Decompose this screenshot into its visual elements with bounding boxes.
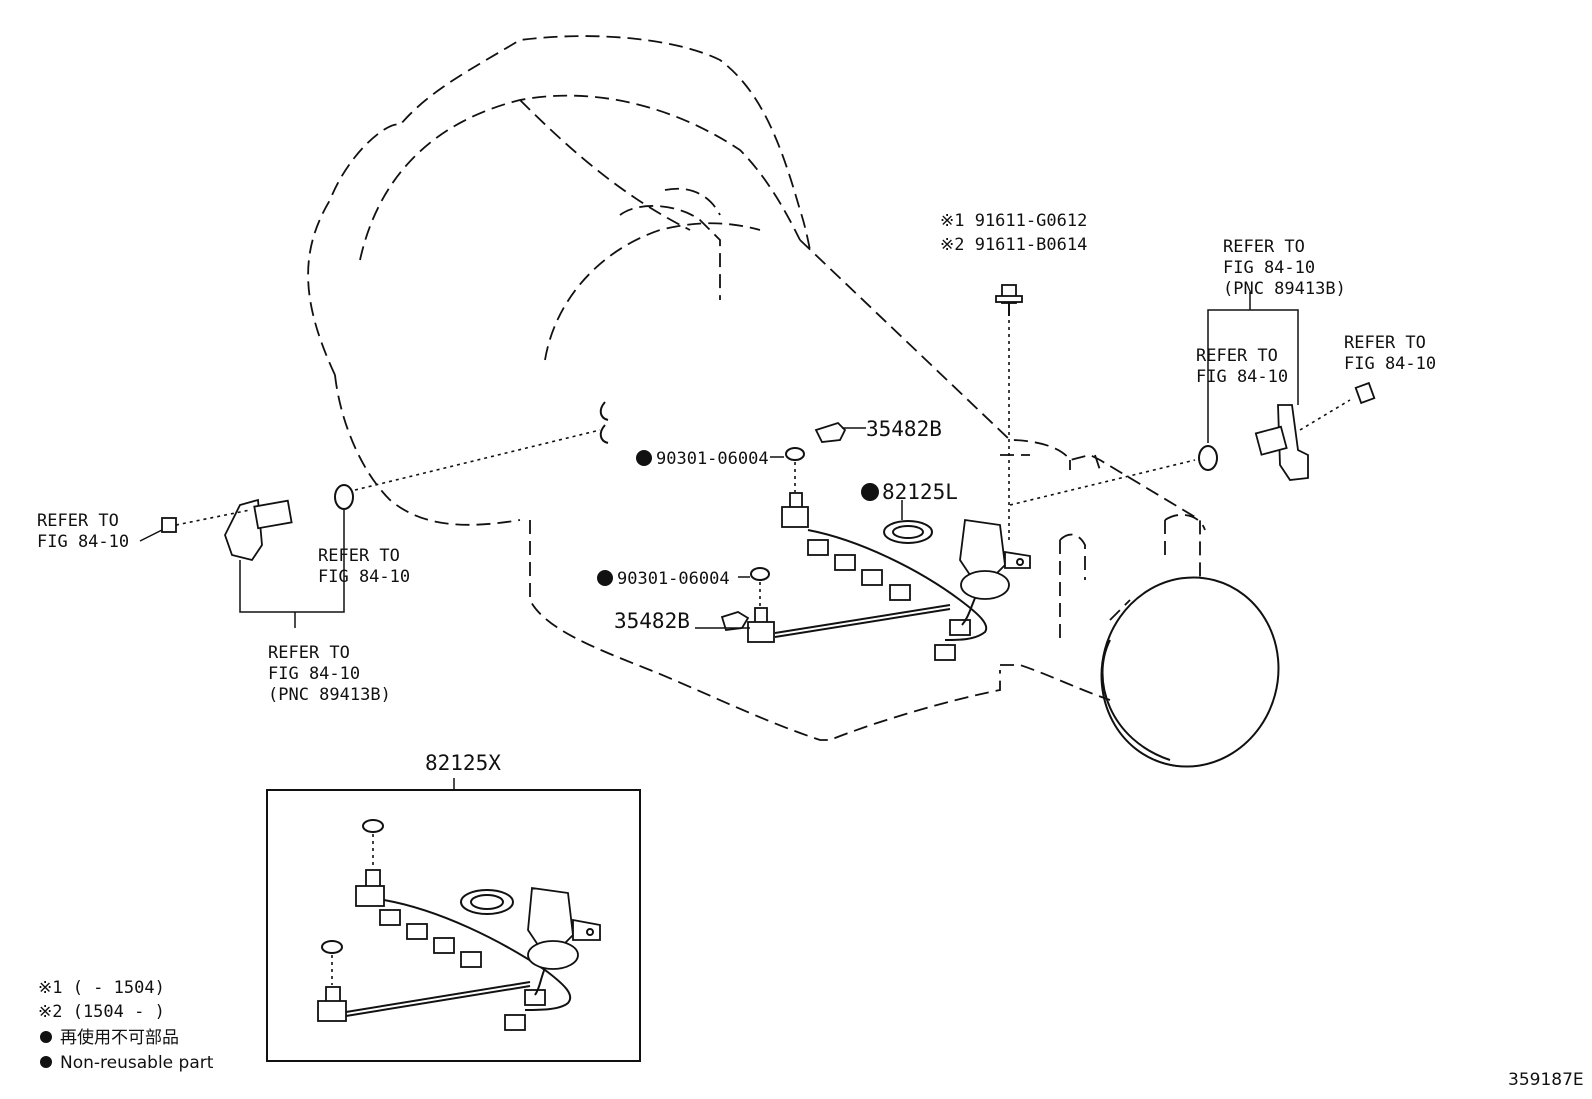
ref-right-group-line3: (PNC 89413B) [1223, 279, 1346, 299]
ref-left-group-line3: (PNC 89413B) [268, 685, 391, 705]
clamp-callout-top: 35482B [866, 417, 942, 441]
oring-callout-upper: 90301-06004 [656, 449, 769, 469]
nonreusable-bullet-icon [861, 483, 879, 501]
ref-right-bolt-line1: REFER TO [1344, 333, 1426, 353]
ref-left-bolt-line1: REFER TO [37, 511, 119, 531]
legend: ※1 ( - 1504) ※2 (1504 - ) 再使用不可部品 Non-re… [38, 978, 214, 1073]
legend-note-2: ※2 (1504 - ) [38, 1002, 165, 1022]
harness-assembly-inset [266, 778, 641, 1062]
nonreusable-bullet-icon [40, 1056, 52, 1068]
legend-nonreusable-jp: 再使用不可部品 [60, 1027, 179, 1048]
nonreusable-bullet-icon [636, 450, 652, 466]
harness-assembly-callout: 82125X [425, 751, 501, 775]
nonreusable-bullet-icon [40, 1031, 52, 1043]
ref-left-group-line2: FIG 84-10 [268, 664, 360, 684]
ref-right-group-line1: REFER TO [1223, 237, 1305, 257]
output-flange [1100, 576, 1280, 768]
nonreusable-bullet-icon [597, 570, 613, 586]
ref-left-oring-line1: REFER TO [318, 546, 400, 566]
ref-right-bolt-line2: FIG 84-10 [1344, 354, 1436, 374]
legend-nonreusable-en: Non-reusable part [60, 1053, 214, 1073]
bolt-callout-alt1: ※1 91611-G0612 [940, 211, 1087, 231]
speed-sensor-left [161, 401, 609, 628]
ref-left-group-line1: REFER TO [268, 643, 350, 663]
ref-right-group-line2: FIG 84-10 [1223, 258, 1315, 278]
main-wire-harness [695, 421, 1031, 661]
ref-left-oring-line2: FIG 84-10 [318, 567, 410, 587]
harness-bolt [995, 284, 1023, 540]
clamp-callout-bottom: 35482B [614, 609, 690, 633]
ref-right-oring-line1: REFER TO [1196, 346, 1278, 366]
seal-ring-callout: 82125L [882, 480, 958, 504]
ref-right-oring-line2: FIG 84-10 [1196, 367, 1288, 387]
ref-left-bolt-line2: FIG 84-10 [37, 532, 129, 552]
bolt-callout-alt2: ※2 91611-B0614 [940, 235, 1087, 255]
part-callouts: ※1 91611-G0612 ※2 91611-B0614 35482B 354… [37, 211, 1436, 775]
speed-sensor-right [1009, 292, 1376, 506]
transmission-housing [307, 35, 1206, 741]
legend-note-1: ※1 ( - 1504) [38, 978, 165, 998]
oring-callout-lower: 90301-06004 [617, 569, 730, 589]
figure-id: 359187E [1508, 1070, 1584, 1090]
